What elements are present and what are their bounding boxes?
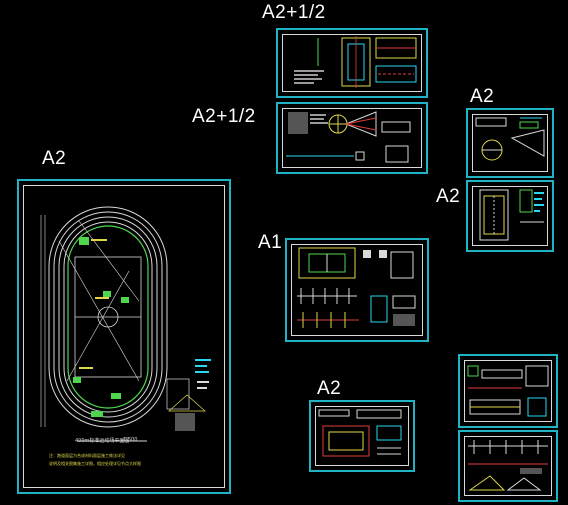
track-scale: 1:500 bbox=[123, 437, 138, 443]
drawing-sheet-second[interactable] bbox=[276, 102, 428, 174]
drawing-sheet-right-top[interactable] bbox=[466, 108, 554, 178]
sheet-size-label-right-top: A2 bbox=[470, 86, 495, 107]
drawing-sheet-bottom-right-upper[interactable] bbox=[458, 354, 558, 428]
sheet-size-label-bottom: A2 bbox=[317, 378, 342, 399]
track-title: 400m标准运动场平面图 bbox=[75, 438, 130, 444]
drawing-sheet-bottom-right-lower[interactable] bbox=[458, 430, 558, 502]
drawing-sheet-running-track[interactable]: 400m标准运动场平面图 1:500 注：跑道面层为合成材料面层施工做法详见 说… bbox=[17, 179, 231, 494]
sheet-size-label-right-mid: A2 bbox=[436, 186, 461, 207]
drawing-sheet-top[interactable] bbox=[276, 28, 428, 98]
sheet-size-label-a1: A1 bbox=[258, 232, 283, 253]
sheet-size-label-top1: A2+1/2 bbox=[262, 2, 326, 23]
drawing-sheet-a1[interactable] bbox=[285, 238, 429, 342]
sheet-size-label-left: A2 bbox=[42, 148, 67, 169]
track-note-2: 说明及相关图集施工详图，相应处理详见节点大样图 bbox=[49, 461, 141, 466]
track-note-1: 注：跑道面层为合成材料面层施工做法详见 bbox=[49, 453, 125, 458]
drawing-sheet-right-mid[interactable] bbox=[466, 180, 554, 252]
sheet-size-label-top2: A2+1/2 bbox=[192, 106, 256, 127]
drawing-sheet-bottom[interactable] bbox=[309, 400, 415, 472]
